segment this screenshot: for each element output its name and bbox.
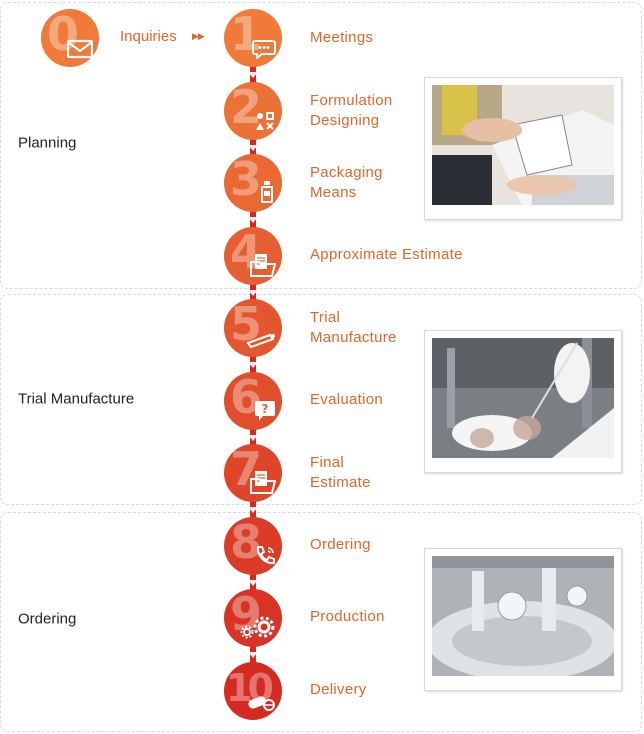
step-circle-1: 1 — [224, 7, 282, 67]
photo-laboratory — [424, 330, 622, 473]
shapes-icon — [224, 82, 282, 140]
svg-text:?: ? — [262, 402, 269, 416]
step-label-line: Means — [310, 184, 357, 201]
photo-laboratory-image — [432, 338, 614, 458]
step-number: 8 — [230, 515, 262, 569]
step-label-4: Approximate Estimate — [310, 245, 463, 265]
capsule-icon — [224, 662, 282, 720]
step-label-line: Production — [310, 608, 385, 625]
step-label-line: Manufacture — [310, 329, 397, 346]
step-circle-5: 5 — [224, 297, 282, 357]
step-label-6: Evaluation — [310, 390, 383, 410]
step-circle-10: 10 — [224, 662, 282, 720]
telephone-icon — [224, 517, 282, 575]
photo-production — [424, 548, 622, 691]
inquiry-circle: 0 — [41, 7, 99, 67]
step-label-line: Designing — [310, 112, 380, 129]
step-circle-4: 4 — [224, 225, 282, 285]
step-number: 4 — [230, 225, 262, 279]
section-label-trial-manufacture: Trial Manufacture — [18, 390, 135, 408]
photo-production-image — [432, 556, 614, 676]
photo-meeting — [424, 77, 622, 220]
timeline-arrow — [248, 145, 258, 151]
timeline-arrow — [248, 362, 258, 368]
step-label-line: Formulation — [310, 92, 393, 109]
step-label-line: Trial — [310, 309, 341, 326]
step-circle-7: 7 — [224, 442, 282, 502]
step-label-8: Ordering — [310, 535, 371, 555]
step-label-line: Final — [310, 454, 345, 471]
step-label-1: Meetings — [310, 28, 373, 48]
step-number: 2 — [230, 80, 262, 134]
folder-document-icon — [224, 444, 282, 502]
folder-document-icon — [224, 227, 282, 285]
step-number: 7 — [230, 442, 262, 496]
step-circle-8: 8 — [224, 515, 282, 575]
step-label-line: Evaluation — [310, 391, 384, 408]
speech-bubble-icon — [224, 9, 282, 67]
inquiry-arrows: ▶▶ — [192, 31, 205, 41]
step-circle-9: 9 — [224, 587, 282, 647]
timeline-arrow — [248, 217, 258, 223]
step-number: 1 — [230, 7, 262, 61]
step-label-9: Production — [310, 607, 385, 627]
step-circle-6: 6? — [224, 370, 282, 430]
step-label-line: Estimate — [310, 474, 371, 491]
step-label-line: Delivery — [310, 681, 367, 698]
timeline-arrow — [248, 435, 258, 441]
step-number: 5 — [230, 297, 262, 351]
envelope-icon — [67, 39, 93, 59]
section-label-planning: Planning — [18, 134, 77, 152]
timeline-arrow — [248, 72, 258, 78]
inquiry-label: Inquiries — [120, 28, 177, 45]
step-label-line: Packaging — [310, 164, 383, 181]
gears-icon — [224, 589, 282, 647]
question-bubble-icon: ? — [224, 372, 282, 430]
step-label-line: Meetings — [310, 29, 374, 46]
test-tube-icon — [224, 299, 282, 357]
timeline-arrow — [248, 507, 258, 513]
timeline-arrow — [248, 290, 258, 296]
timeline-arrow — [248, 652, 258, 658]
step-label-10: Delivery — [310, 680, 367, 700]
step-number: 3 — [230, 152, 262, 206]
step-circle-2: 2 — [224, 80, 282, 140]
bottle-icon — [224, 154, 282, 212]
section-label-ordering: Ordering — [18, 610, 77, 628]
step-label-line: Ordering — [310, 536, 371, 553]
timeline-arrow — [248, 580, 258, 586]
step-circle-3: 3 — [224, 152, 282, 212]
step-label-line: Approximate Estimate — [310, 246, 463, 263]
step-number: 0 — [47, 7, 79, 61]
photo-meeting-image — [432, 85, 614, 205]
